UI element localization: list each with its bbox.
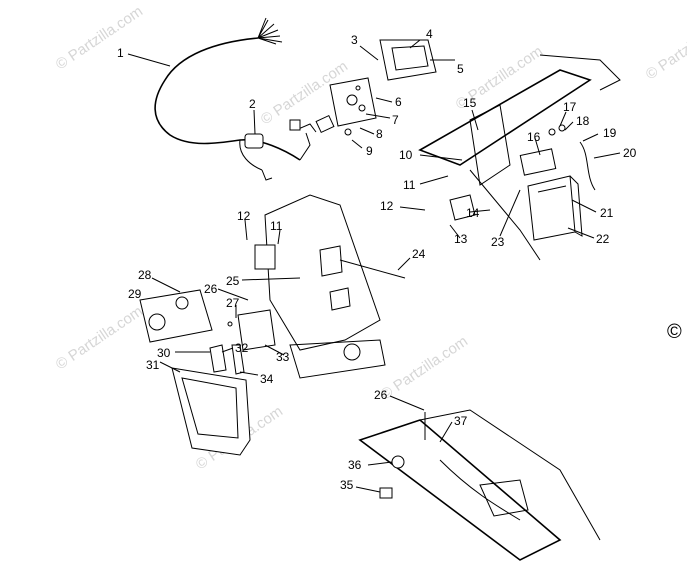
callout-30: 30 <box>157 346 171 360</box>
callout-35: 35 <box>340 478 354 492</box>
callout-15: 15 <box>463 96 477 110</box>
callout-5: 5 <box>457 62 464 76</box>
callout-17: 17 <box>563 100 577 114</box>
callout-20: 20 <box>623 146 637 160</box>
left-components <box>139 289 251 456</box>
callout-24: 24 <box>412 247 426 261</box>
mounting-plate <box>227 194 406 379</box>
tail-light-assembly <box>329 39 455 136</box>
leader-lines <box>127 39 621 493</box>
callout-33: 33 <box>276 350 290 364</box>
callout-3: 3 <box>351 33 358 47</box>
callout-19: 19 <box>603 126 617 140</box>
callout-18: 18 <box>576 114 590 128</box>
callout-27: 27 <box>226 296 240 310</box>
callout-11-repeat: 11 <box>270 219 283 233</box>
callout-10: 10 <box>399 148 413 162</box>
watermark-group: © Partzilla.com © Partzilla.com © Partzi… <box>53 3 687 474</box>
callout-36: 36 <box>348 458 362 472</box>
callout-12: 12 <box>380 199 394 213</box>
callout-13: 13 <box>454 232 468 246</box>
callout-26: 26 <box>204 282 218 296</box>
callout-23: 23 <box>491 235 505 249</box>
callout-16: 16 <box>527 130 541 144</box>
watermark-1: © Partzilla.com <box>53 3 146 74</box>
callout-4: 4 <box>426 27 433 41</box>
callout-1: 1 <box>117 46 124 60</box>
callout-21: 21 <box>600 206 614 220</box>
watermark-6: © Partzilla.com <box>378 333 471 404</box>
callout-7: 7 <box>392 113 399 127</box>
callout-31: 31 <box>146 358 160 372</box>
callout-29: 29 <box>128 287 142 301</box>
callout-22: 22 <box>596 232 610 246</box>
callout-6: 6 <box>395 95 402 109</box>
callout-8: 8 <box>376 127 383 141</box>
callout-labels: 1 2 3 4 5 6 7 8 9 10 11 12 13 14 15 16 1… <box>117 27 637 492</box>
callout-12-repeat: 12 <box>237 209 251 223</box>
watermark-4: © Partzilla.com <box>643 13 687 84</box>
callout-28: 28 <box>138 268 152 282</box>
callout-2: 2 <box>249 97 256 111</box>
callout-11: 11 <box>403 178 416 192</box>
callout-32: 32 <box>235 341 249 355</box>
callout-25: 25 <box>226 274 240 288</box>
callout-26-repeat: 26 <box>374 388 388 402</box>
wiring-harness <box>154 17 335 181</box>
callout-34: 34 <box>260 372 274 386</box>
battery-frame-section <box>418 54 621 261</box>
callout-9: 9 <box>366 144 373 158</box>
callout-14: 14 <box>466 206 480 220</box>
copyright-symbol: © <box>667 321 682 343</box>
lower-frame-section <box>358 409 601 561</box>
watermark-5: © Partzilla.com <box>53 303 146 374</box>
callout-37: 37 <box>454 414 468 428</box>
